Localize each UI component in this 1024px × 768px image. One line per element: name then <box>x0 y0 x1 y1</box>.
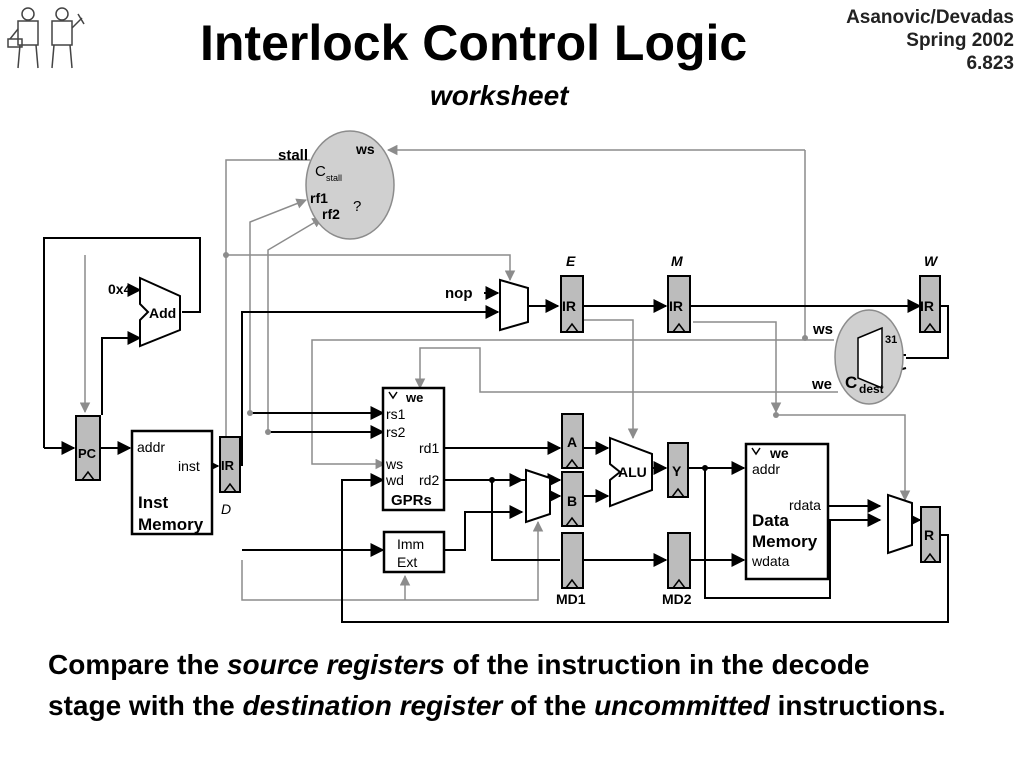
dmem-wdata-label: wdata <box>751 553 790 569</box>
gpr-rd1-label: rd1 <box>419 440 439 456</box>
gpr-name: GPRs <box>391 492 432 509</box>
credit-authors: Asanovic/Devadas <box>846 7 1014 28</box>
wire-junction-dots <box>489 465 708 483</box>
caption-emphasis-source-registers: source registers <box>226 649 445 680</box>
control-wires <box>79 144 911 601</box>
cdest-ws-label: ws <box>812 321 833 338</box>
credit-term: Spring 2002 <box>906 30 1014 51</box>
course-credit: Asanovic/Devadas Spring 2002 6.823 <box>846 6 1014 75</box>
a-register: A <box>561 413 584 469</box>
data-memory: we addr rdata Data Memory wdata <box>744 442 830 581</box>
caption-text-1: Compare the <box>48 649 227 680</box>
gpr-file: we rs1 rs2 rd1 ws wd rd2 GPRs <box>381 386 446 512</box>
imem-name2: Memory <box>138 515 204 534</box>
imm-ext-line1: Imm <box>397 536 424 552</box>
b-register-label: B <box>567 493 577 509</box>
cstall-question: ? <box>353 198 361 215</box>
b-mux <box>525 468 551 524</box>
execute-ir-register: IR E <box>560 253 584 333</box>
stage-e-label: E <box>566 253 576 269</box>
pc-register: PC <box>75 415 101 481</box>
caption-emphasis-destination-register: destination register <box>242 690 503 721</box>
decode-ir-register: IR D <box>219 436 241 517</box>
a-register-label: A <box>567 434 577 450</box>
caption-text-2: of the instruction in the decode stage w… <box>48 649 870 721</box>
b-register: B <box>561 471 584 527</box>
caption-text-4: instructions. <box>769 690 946 721</box>
imm-ext-line2: Ext <box>397 554 417 570</box>
r-register-label: R <box>924 527 934 543</box>
memory-ir-register: IR M <box>667 253 691 333</box>
gpr-ws-label: ws <box>385 456 403 472</box>
decode-ir-label: IR <box>221 458 235 473</box>
cdest-31-label: 31 <box>885 334 897 346</box>
cdest-subscript: dest <box>859 382 884 396</box>
nop-label: nop <box>445 285 473 302</box>
gpr-rs2-label: rs2 <box>386 424 406 440</box>
pc-label: PC <box>78 446 97 461</box>
memory-ir-label: IR <box>669 298 683 314</box>
md2-register: MD2 <box>662 532 692 607</box>
instruction-memory: addr inst Inst Memory <box>130 429 214 536</box>
cstall-rf1-label: rf1 <box>310 190 328 206</box>
imem-inst-label: inst <box>178 458 200 474</box>
writeback-ir-register: IR W <box>919 253 941 333</box>
cstall-unit: ws C stall rf1 rf2 ? stall <box>278 130 395 240</box>
stage-m-label: M <box>671 253 683 269</box>
dmem-we-label: we <box>769 445 789 461</box>
cstall-label: C <box>315 163 326 180</box>
cstall-subscript: stall <box>326 173 342 183</box>
execute-ir-label: IR <box>562 298 576 314</box>
alu-label: ALU <box>618 464 647 480</box>
cdest-unit: 31 C dest ws we <box>811 309 904 405</box>
md2-label: MD2 <box>662 591 692 607</box>
alu: ALU <box>609 436 653 508</box>
y-register-label: Y <box>672 463 682 479</box>
cstall-rf2-label: rf2 <box>322 206 340 222</box>
imem-addr-label: addr <box>137 439 165 455</box>
gpr-we-label: we <box>405 390 423 405</box>
dmem-name2: Memory <box>752 532 818 551</box>
adder-const-label: 0x4 <box>108 281 132 297</box>
r-register: R <box>920 506 941 563</box>
datapath-wires <box>43 237 949 623</box>
mit-figures-logo <box>7 7 85 69</box>
gpr-wd-label: wd <box>385 472 404 488</box>
y-register: Y <box>667 442 689 498</box>
adder-label: Add <box>149 305 176 321</box>
control-junction-dots <box>223 252 808 435</box>
cdest-label: C <box>845 373 857 392</box>
pc-adder: Add 0x4 <box>108 276 181 348</box>
caption-emphasis-uncommitted: uncommitted <box>594 690 770 721</box>
dmem-name1: Data <box>752 511 789 530</box>
imm-ext-unit: Imm Ext <box>382 530 446 574</box>
cdest-we-label: we <box>811 376 832 393</box>
stage-w-label: W <box>924 253 939 269</box>
writeback-ir-label: IR <box>920 298 934 314</box>
md1-label: MD1 <box>556 591 586 607</box>
dmem-rdata-label: rdata <box>789 497 821 513</box>
imem-name1: Inst <box>138 493 169 512</box>
caption-text-3: of the <box>502 690 595 721</box>
credit-course: 6.823 <box>966 53 1014 74</box>
stall-signal-label: stall <box>278 147 308 164</box>
stage-d-label: D <box>221 501 231 517</box>
cstall-ws-label: ws <box>355 141 375 157</box>
gpr-rs1-label: rs1 <box>386 406 406 422</box>
dmem-addr-label: addr <box>752 461 780 477</box>
page-subtitle: worksheet <box>430 80 569 111</box>
md1-register: MD1 <box>556 532 586 607</box>
nop-mux: nop <box>445 278 529 332</box>
writeback-mux <box>887 493 913 555</box>
page-title: Interlock Control Logic <box>200 15 748 71</box>
pipeline-diagram: ws C stall rf1 rf2 ? stall 31 C dest ws … <box>43 130 949 623</box>
gpr-rd2-label: rd2 <box>419 472 439 488</box>
caption: Compare the source registers of the inst… <box>48 644 948 726</box>
